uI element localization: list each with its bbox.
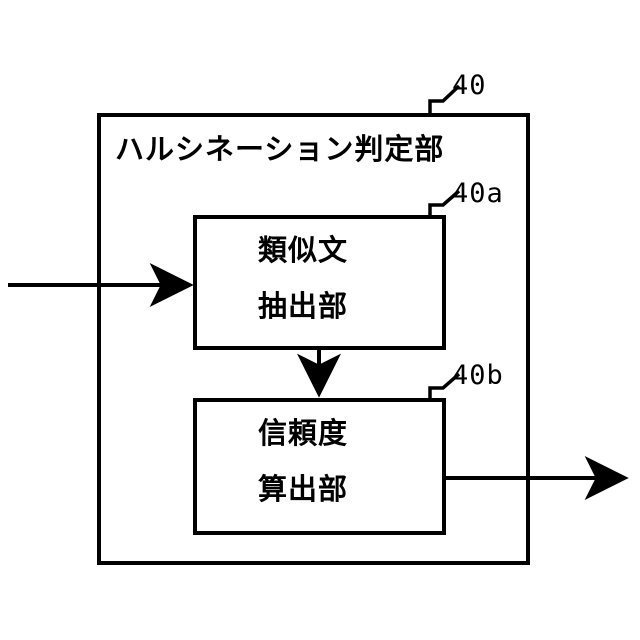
block-40b-label-line2: 算出部 (258, 472, 349, 506)
reference-number-40a: 40a (452, 178, 504, 209)
block-40a-label-line1: 類似文 (258, 233, 349, 267)
block-40a-label-line2: 抽出部 (258, 289, 349, 323)
block-40b-label-line1: 信頼度 (258, 416, 349, 450)
leader-line-40a (428, 189, 461, 217)
outer-block-40 (97, 113, 530, 565)
inner-block-40b (193, 398, 446, 535)
reference-number-40: 40 (452, 70, 487, 101)
leader-line-40 (428, 84, 461, 115)
reference-number-40b: 40b (452, 360, 504, 391)
outer-block-title: ハルシネーション判定部 (115, 132, 445, 166)
leader-line-40b (428, 372, 461, 400)
